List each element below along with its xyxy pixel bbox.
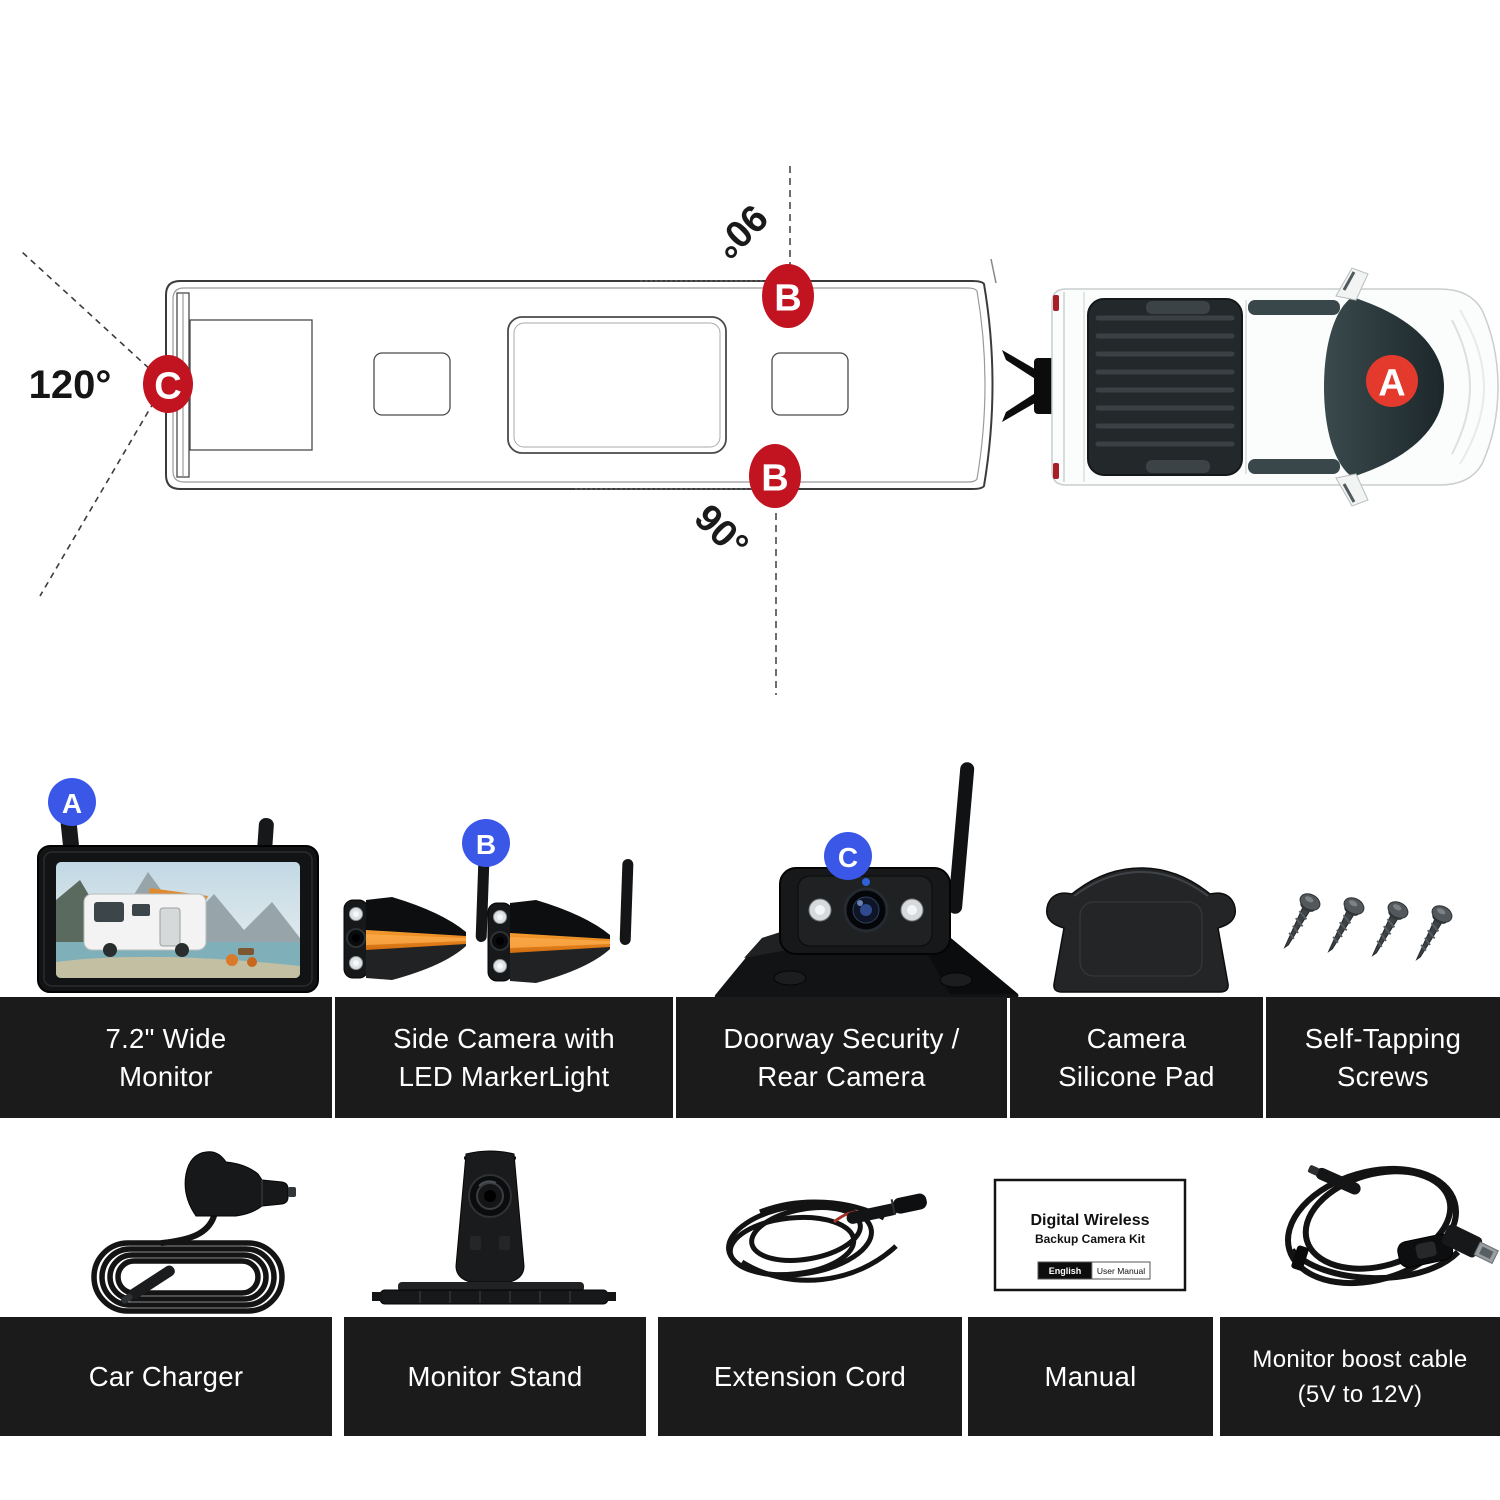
marker-a: A [1366, 355, 1418, 407]
svg-text:C: C [838, 842, 858, 873]
mirror-right [1335, 473, 1369, 507]
car-charger-illustration [91, 1151, 296, 1314]
svg-text:B: B [761, 457, 788, 499]
trailer-outline [165, 258, 997, 490]
monitor-stand-illustration [372, 1150, 616, 1305]
usb-connector [1441, 1224, 1499, 1265]
label-car-charger: Car Charger [0, 1317, 332, 1436]
taillight-right [1053, 463, 1059, 479]
marker-b-bottom: B [749, 444, 801, 508]
label-manual: Manual [968, 1317, 1213, 1436]
svg-text:A: A [1378, 362, 1405, 404]
marker-b-top: B [762, 264, 814, 328]
svg-text:C: C [154, 365, 181, 407]
label-boost-cable: Monitor boost cable(5V to 12V) [1220, 1317, 1500, 1436]
marker-c: C [143, 355, 193, 413]
boost-cable-illustration [1285, 1165, 1499, 1287]
manual-subtitle: Backup Camera Kit [1035, 1232, 1145, 1246]
truck-bed [1087, 298, 1243, 476]
svg-text:B: B [774, 277, 801, 319]
cab-side-window-right [1248, 459, 1340, 474]
side-camera-illustration [343, 854, 635, 984]
label-rear-camera: Doorway Security /Rear Camera [676, 997, 1007, 1118]
monitor-illustration [37, 815, 319, 993]
trailer-skylight [507, 316, 727, 454]
label-monitor-stand: Monitor Stand [344, 1317, 646, 1436]
label-extension-cord: Extension Cord [658, 1317, 962, 1436]
angle-label-120: 120° [29, 363, 112, 407]
badge-a: A [48, 778, 96, 826]
cab-side-window-left [1248, 300, 1340, 315]
rear-camera-antenna [948, 762, 975, 914]
installation-diagram: 120° 90° 90° C B B A [21, 166, 1499, 695]
fov-lines-side-cameras [775, 166, 791, 695]
badge-c: C [824, 832, 872, 880]
angle-label-90-top: 90° [705, 196, 775, 266]
trailer-hatch-1 [373, 352, 451, 416]
badge-b: B [462, 819, 510, 867]
taillight-left [1053, 295, 1059, 311]
monitor-screen [56, 862, 300, 978]
angle-label-90-bottom: 90° [686, 497, 756, 567]
trailer-hatch-2 [771, 352, 849, 416]
manual-illustration: Digital Wireless Backup Camera Kit Engli… [993, 1178, 1187, 1292]
svg-text:B: B [476, 829, 496, 860]
manual-doc: User Manual [1097, 1266, 1145, 1276]
mirror-left [1335, 267, 1369, 301]
svg-text:A: A [62, 788, 82, 819]
truck-illustration [1051, 267, 1499, 507]
silicone-pad-illustration [1046, 867, 1236, 993]
kit-contents-row2: Digital Wireless Backup Camera Kit Engli… [91, 1150, 1499, 1314]
manual-title: Digital Wireless [1030, 1212, 1149, 1229]
screws-illustration [1275, 889, 1456, 966]
extension-cord-illustration [726, 1193, 927, 1283]
fov-lines-rear-camera [21, 251, 166, 597]
manual-lang: English [1049, 1266, 1082, 1276]
kit-contents-row1: A B [37, 762, 1456, 998]
rear-camera-illustration [714, 762, 1019, 998]
